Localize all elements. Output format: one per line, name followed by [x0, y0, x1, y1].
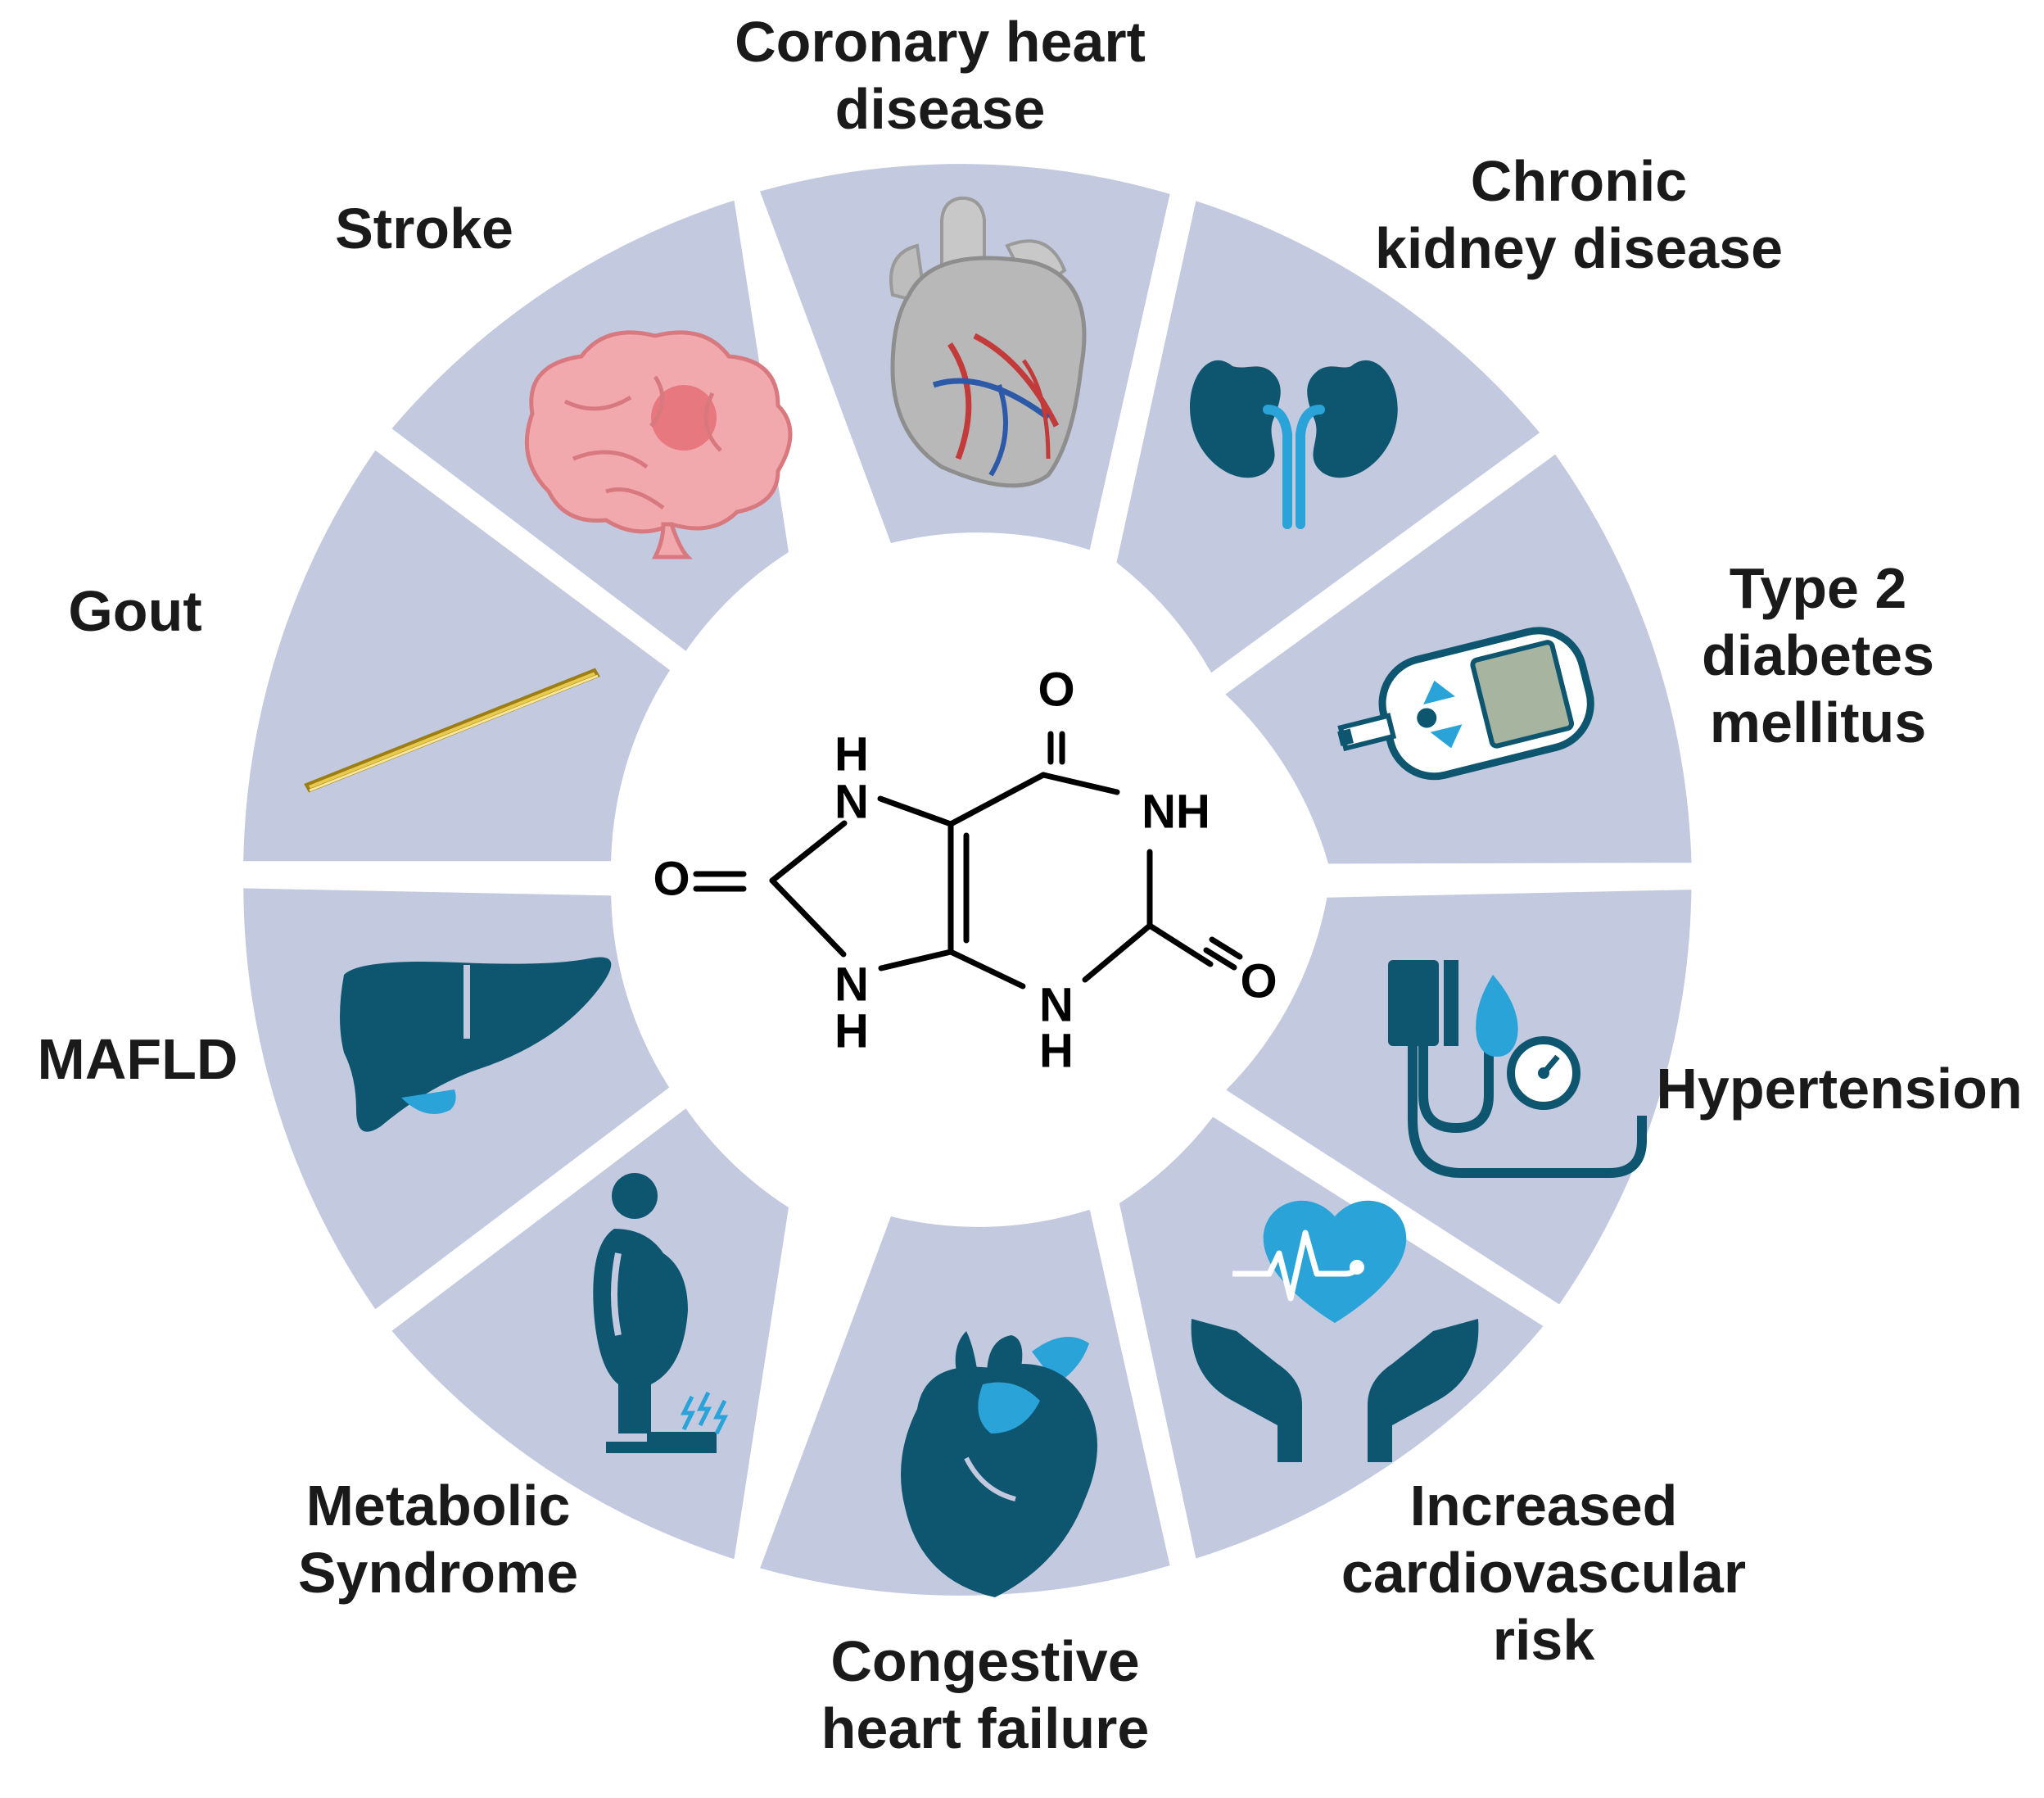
label-gout: Gout: [68, 579, 201, 643]
atom-nh-right: NH: [1142, 785, 1210, 838]
label-hypertension: Hypertension: [1656, 1057, 2022, 1121]
label-diabetes-line: mellitus: [1710, 691, 1927, 754]
urate-crystal-icon: [304, 668, 600, 793]
molecule-atom-labels: O NH O N H N H O H N: [653, 663, 1277, 1077]
segment-hypertension: [1226, 890, 1692, 1305]
label-mafld: MAFLD: [38, 1027, 238, 1091]
obese-person-on-scale-icon: [593, 1173, 729, 1453]
segment-cardiovascular: [1119, 1116, 1544, 1559]
blood-pressure-monitor-icon: [1388, 960, 1647, 1178]
label-stroke-line: Stroke: [335, 197, 513, 260]
atom-o-left: O: [653, 852, 690, 905]
label-diabetes-line: diabetes: [1702, 623, 1934, 687]
kidney-icon: [1190, 360, 1398, 529]
label-stroke: Stroke: [335, 197, 513, 260]
label-hypertension-line: Hypertension: [1656, 1057, 2022, 1121]
atom-n-left-top: N: [834, 775, 869, 828]
label-gout-line: Gout: [68, 579, 201, 643]
atom-o-top: O: [1038, 663, 1074, 716]
heart-icon: [901, 1331, 1097, 1597]
label-coronary-line: Coronary heart: [735, 10, 1146, 74]
label-coronary-line: disease: [835, 77, 1046, 141]
label-diabetes-line: Type 2: [1730, 556, 1907, 620]
label-kidney-line: Chronic: [1471, 149, 1687, 213]
segment-gout: [243, 450, 671, 862]
label-cardiovascular-line: risk: [1493, 1608, 1595, 1672]
glucose-meter-icon: [1337, 627, 1594, 781]
heart-anatomy-icon: [889, 196, 1087, 488]
heart-in-hands-icon: [1191, 1200, 1479, 1462]
label-metabolic-line: Metabolic: [306, 1474, 571, 1538]
atom-o-right: O: [1240, 954, 1277, 1008]
label-metabolic-line: Syndrome: [298, 1541, 578, 1605]
uric-acid-molecule: [693, 731, 1243, 990]
liver-icon: [340, 957, 612, 1132]
label-mafld-line: MAFLD: [38, 1027, 238, 1091]
atom-n-left-bottom: N: [834, 958, 869, 1011]
brain-icon: [524, 330, 793, 559]
label-chf-line: Congestive: [830, 1629, 1139, 1693]
label-cardiovascular-line: Increased: [1410, 1474, 1678, 1538]
atom-h-left-top: H: [834, 727, 869, 781]
label-cardiovascular-line: cardiovascular: [1341, 1541, 1746, 1605]
atom-n-bottom: N: [1039, 978, 1074, 1031]
label-chf-line: heart failure: [821, 1696, 1150, 1760]
label-kidney-line: kidney disease: [1375, 216, 1783, 280]
atom-h-bottom: H: [1039, 1024, 1074, 1077]
atom-h-left-bottom: H: [834, 1004, 869, 1058]
